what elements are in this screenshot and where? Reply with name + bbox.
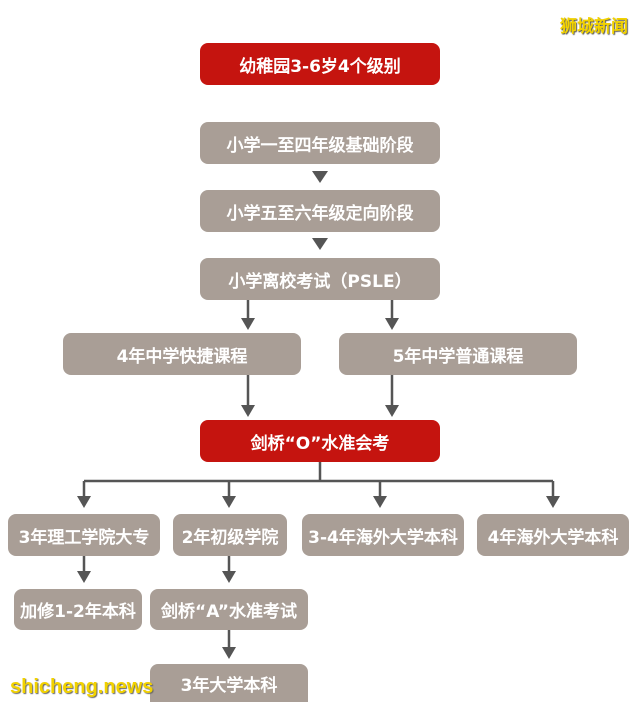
arrow-triangle-2 <box>312 238 328 250</box>
arrow-triangle-1 <box>312 171 328 183</box>
arrow-triangle-12 <box>222 571 236 583</box>
arrow-triangle-9 <box>373 496 387 508</box>
arrow-triangle-11 <box>77 571 91 583</box>
arrow-triangle-13 <box>222 647 236 659</box>
watermark-bottom: shicheng.news <box>10 676 154 698</box>
polytechnic-box: 3年理工学院大专 <box>8 514 160 556</box>
kindergarten-box: 幼稚园3-6岁4个级别 <box>200 43 440 85</box>
o-level-box: 剑桥“O”水准会考 <box>200 420 440 462</box>
university-box: 3年大学本科 <box>150 664 308 702</box>
psle-box: 小学离校考试（PSLE） <box>200 258 440 300</box>
primary-orientation-box: 小学五至六年级定向阶段 <box>200 190 440 232</box>
overseas-3-4-box: 3-4年海外大学本科 <box>302 514 464 556</box>
arrow-triangle-6 <box>385 405 399 417</box>
arrow-triangle-8 <box>222 496 236 508</box>
extra-degree-box: 加修1-2年本科 <box>14 589 142 630</box>
arrow-triangle-7 <box>77 496 91 508</box>
junior-college-box: 2年初级学院 <box>173 514 287 556</box>
normal-secondary-box: 5年中学普通课程 <box>339 333 577 375</box>
arrow-triangle-5 <box>241 405 255 417</box>
arrow-triangle-3 <box>241 318 255 330</box>
arrow-triangle-10 <box>546 496 560 508</box>
overseas-4-box: 4年海外大学本科 <box>477 514 629 556</box>
a-level-box: 剑桥“A”水准考试 <box>150 589 308 630</box>
watermark-top: 狮城新闻 <box>560 17 628 37</box>
express-secondary-box: 4年中学快捷课程 <box>63 333 301 375</box>
arrow-triangle-4 <box>385 318 399 330</box>
primary-foundation-box: 小学一至四年级基础阶段 <box>200 122 440 164</box>
